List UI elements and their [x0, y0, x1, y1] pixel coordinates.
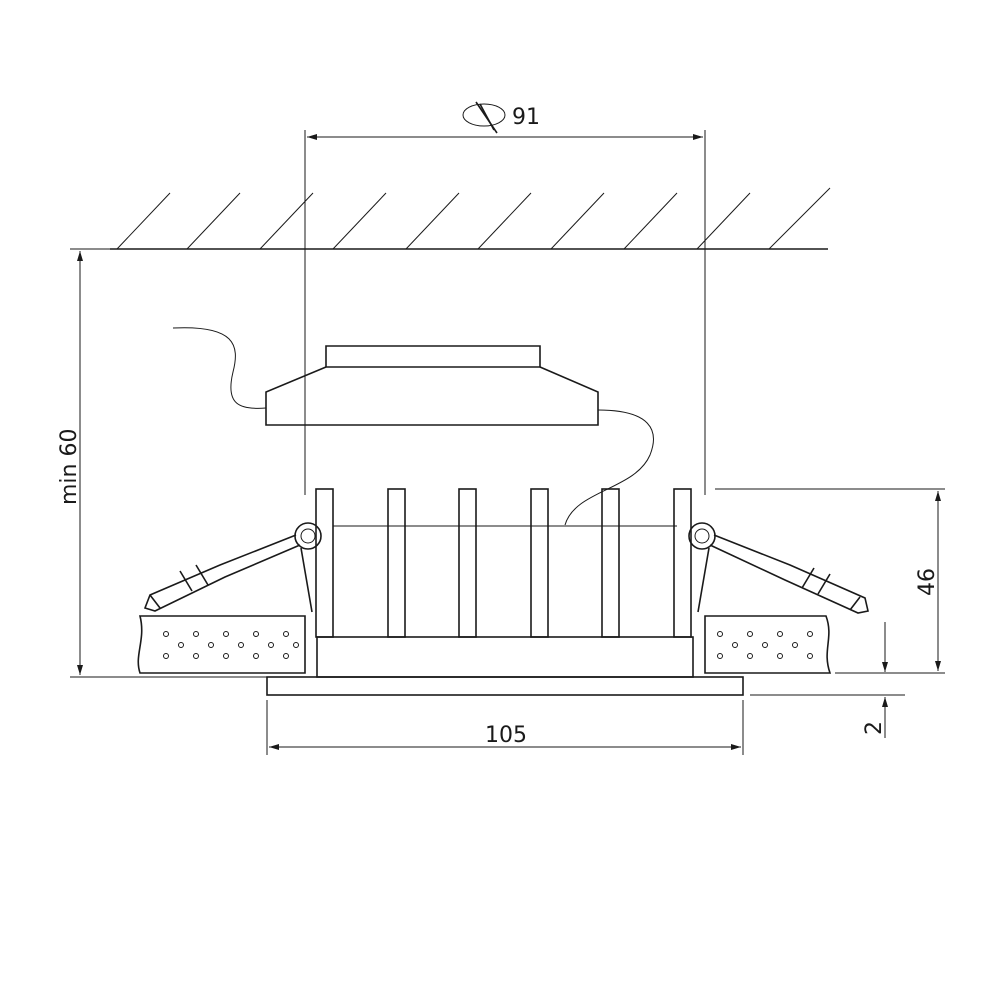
led-driver: [172, 327, 654, 526]
bezel-width-label: 105: [485, 723, 527, 748]
body-height-label: 46: [915, 568, 940, 596]
cutout-diameter-dimension: 91: [304, 101, 706, 495]
diameter-icon: [462, 101, 506, 134]
cutout-diameter-label: 91: [512, 105, 540, 130]
ceiling-hatch: [110, 187, 831, 250]
spring-clip-right: [688, 522, 869, 614]
bezel-thickness-dimension: 2: [750, 622, 905, 738]
ceiling-board-left: [137, 615, 306, 674]
body-height-dimension: 46: [715, 488, 945, 674]
min-depth-label: min 60: [57, 429, 82, 505]
luminaire-body: [266, 488, 744, 696]
bezel-thickness-label: 2: [862, 721, 887, 735]
min-depth-dimension: min 60: [57, 248, 300, 678]
spring-clip-left: [143, 522, 322, 613]
bezel-width-dimension: 105: [266, 700, 744, 755]
ceiling-board-right: [704, 615, 832, 674]
